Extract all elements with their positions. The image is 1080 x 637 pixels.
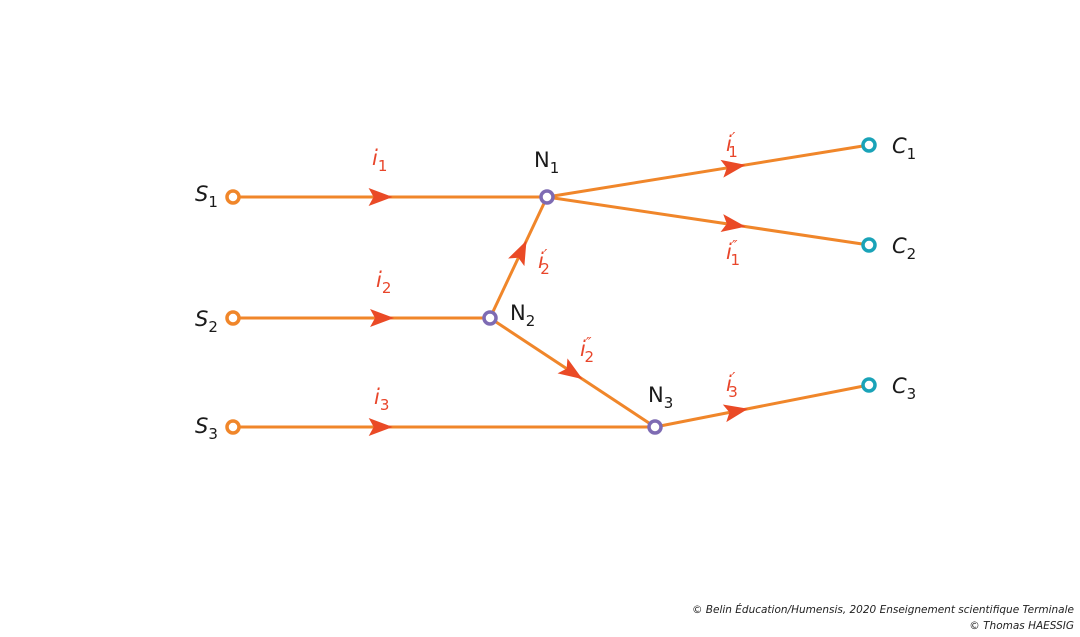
wire-8	[654, 383, 870, 429]
consumer-terminal-3	[861, 377, 877, 393]
current-label-6: i′1	[726, 129, 738, 161]
node-3	[647, 419, 663, 435]
node-2	[482, 310, 498, 326]
arrow-icon	[722, 404, 749, 423]
arrow-icon	[720, 214, 746, 232]
copyright-line-2: © Thomas HAESSIG	[969, 620, 1074, 632]
consumer-label-3: C3	[892, 374, 916, 403]
current-label-1: i1	[372, 146, 387, 175]
arrow-icon	[508, 240, 527, 267]
wire-7	[546, 195, 870, 247]
node-label-2: N2	[510, 301, 535, 330]
source-terminal-3	[225, 419, 241, 435]
node-1	[539, 189, 555, 205]
current-label-5: i″2	[580, 334, 594, 366]
consumer-label-2: C2	[892, 234, 916, 263]
consumer-terminal-1	[861, 137, 877, 153]
node-label-1: N1	[534, 148, 559, 177]
consumer-label-1: C1	[892, 134, 916, 163]
source-terminal-2	[225, 310, 241, 326]
current-label-3: i3	[374, 385, 389, 414]
source-label-1: S1	[195, 182, 218, 211]
copyright-line-1: © Belin Éducation/Humensis, 2020 Enseign…	[691, 604, 1074, 616]
arrow-icon	[720, 159, 746, 178]
source-label-3: S3	[195, 414, 218, 443]
arrow-icon	[368, 418, 393, 436]
arrow-icon	[368, 188, 393, 206]
source-terminal-1	[225, 189, 241, 205]
wire-6	[546, 143, 870, 199]
source-label-2: S2	[195, 307, 218, 336]
current-label-2: i2	[376, 268, 391, 297]
consumer-terminal-2	[861, 237, 877, 253]
current-label-7: i″1	[726, 237, 740, 269]
arrow-icon	[557, 358, 583, 380]
arrow-icon	[370, 309, 395, 327]
node-label-3: N3	[648, 383, 673, 412]
current-label-8: i′3	[726, 369, 738, 401]
current-label-4: i′2	[538, 246, 550, 278]
